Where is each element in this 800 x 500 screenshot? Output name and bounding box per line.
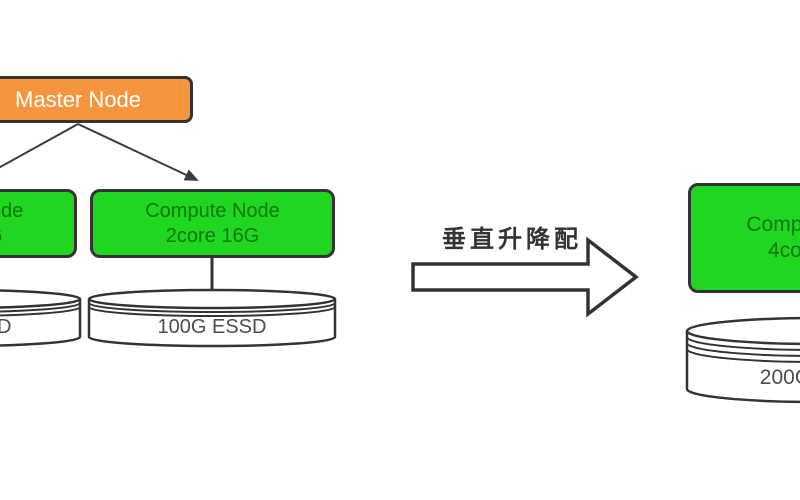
compute-node-middle-name: Compute Node bbox=[145, 199, 280, 222]
compute-node-scaled-box: Compute Node 4core 32G bbox=[688, 183, 800, 293]
compute-node-left-box: Compute Node 2core 16G bbox=[0, 189, 77, 258]
compute-node-scaled-spec: 4core 32G bbox=[767, 239, 800, 262]
master-node-box: Master Node bbox=[0, 76, 193, 123]
compute-node-scaled-name: Compute Node bbox=[746, 213, 800, 236]
transition-caption: 垂直升降配 bbox=[442, 226, 582, 253]
disk-label-left: 100G ESSD bbox=[0, 316, 12, 338]
disk-label-scaled: 200G ESSD bbox=[759, 366, 800, 389]
compute-node-middle-box: Compute Node 2core 16G bbox=[90, 189, 335, 258]
compute-node-left-spec: 2core 16G bbox=[0, 224, 3, 249]
compute-node-left-name: Compute Node bbox=[0, 199, 24, 222]
scale-transition-arrow bbox=[411, 236, 639, 318]
master-node-label: Master Node bbox=[15, 86, 141, 112]
disk-label-middle: 100G ESSD bbox=[157, 316, 267, 338]
disk-cylinder-right bbox=[685, 316, 800, 404]
edge-master-to-compute-middle bbox=[77, 123, 199, 181]
disk-cylinder-middle bbox=[87, 288, 337, 348]
compute-node-middle-spec: 2core 16G bbox=[165, 224, 260, 247]
edge-master-to-compute-left bbox=[0, 123, 79, 169]
disk-cylinder-left bbox=[0, 289, 82, 347]
